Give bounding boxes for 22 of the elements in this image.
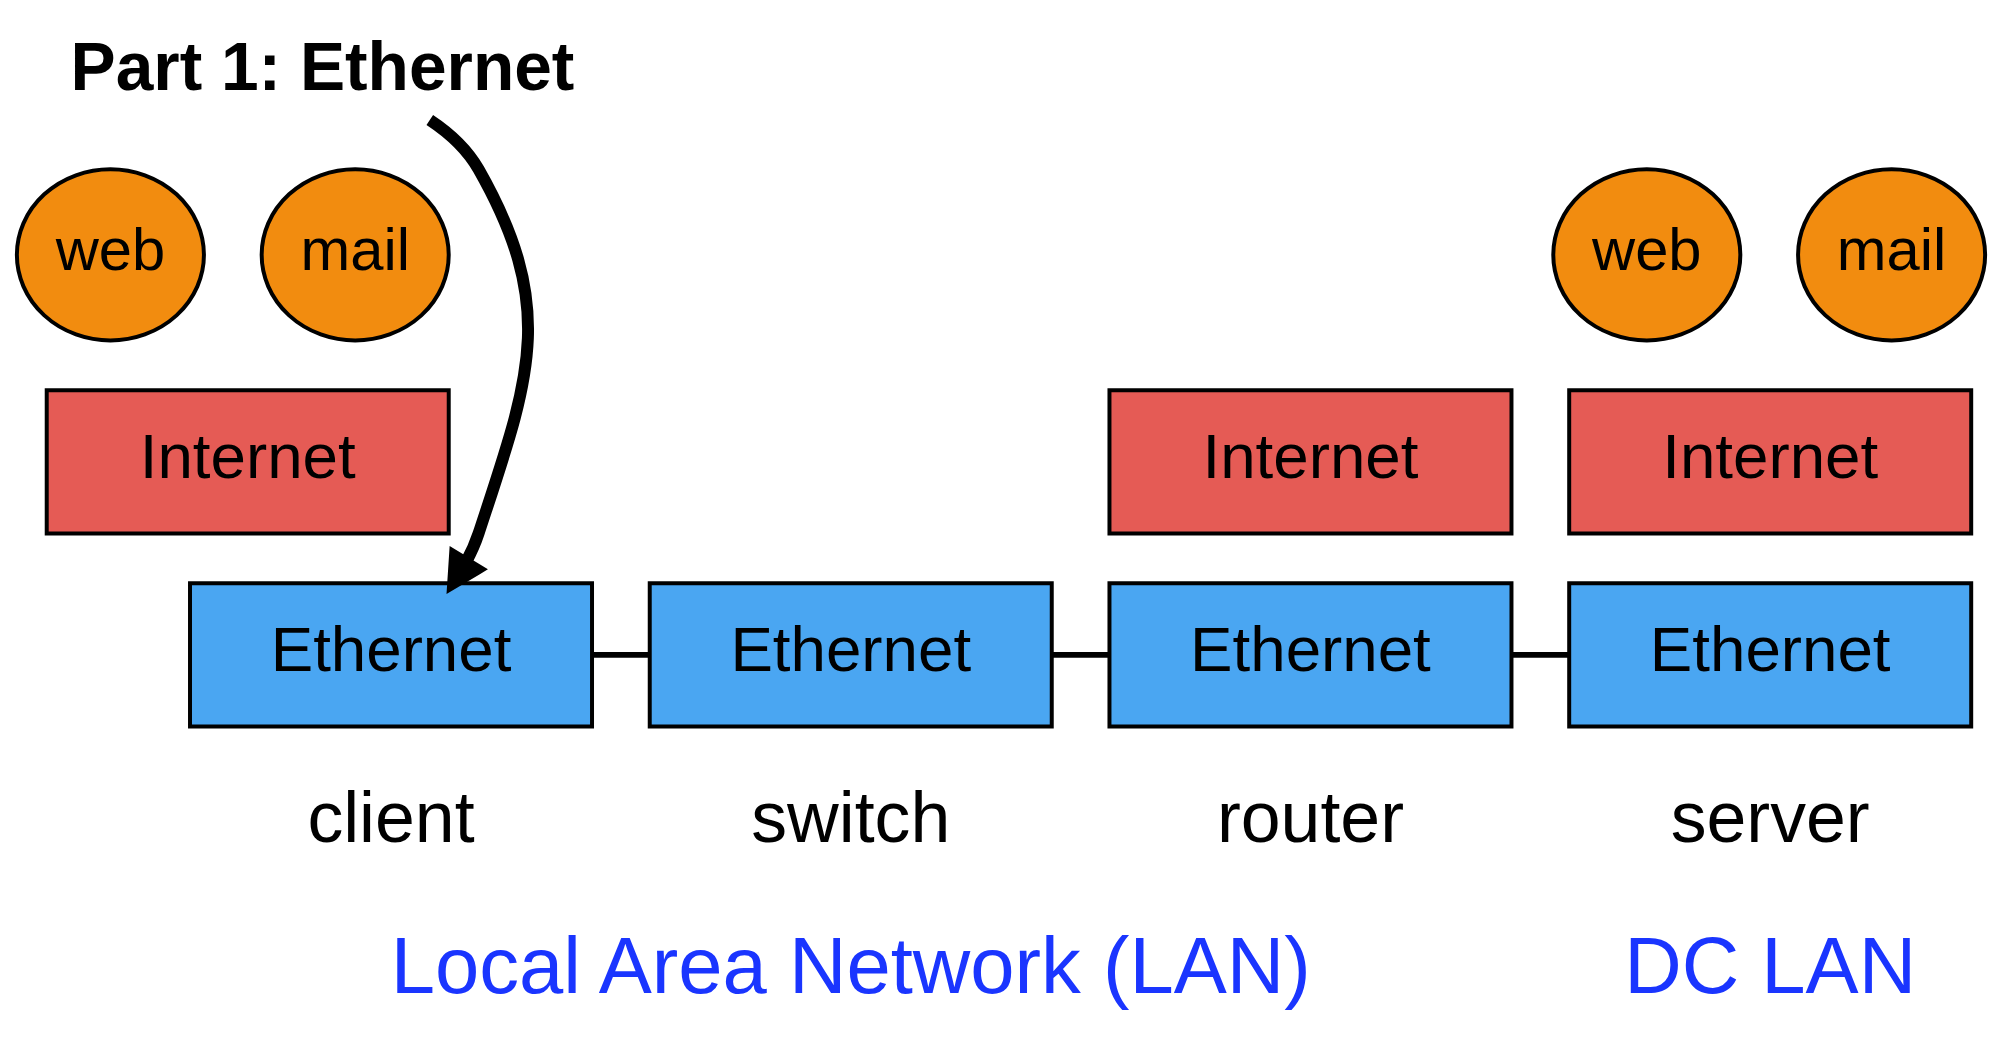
node-text: Part 1: Ethernet (70, 29, 575, 105)
node-box: Ethernet (1107, 581, 1514, 729)
label: Local Area Network (LAN) (390, 921, 1311, 1011)
node-label: client (307, 776, 475, 857)
node-label: router (1216, 776, 1405, 857)
label: DC LAN (1624, 921, 1917, 1011)
node-box: Ethernet (1567, 581, 1974, 729)
connector (1051, 651, 1110, 658)
node-circle: mail (259, 167, 451, 343)
node-label: server (1670, 776, 1870, 857)
node-box: Internet (1567, 388, 1974, 536)
node-box: Ethernet (188, 581, 594, 729)
node-box: Ethernet (647, 581, 1054, 729)
node-circle: web (14, 167, 206, 343)
node-label: switch (751, 776, 951, 857)
node-circle: mail (1796, 167, 1988, 343)
connector (592, 651, 650, 658)
connector (1511, 651, 1570, 658)
node-box: Internet (44, 388, 451, 536)
node-box: Internet (1107, 388, 1514, 536)
arrow (426, 115, 534, 595)
node-circle: web (1551, 167, 1743, 343)
